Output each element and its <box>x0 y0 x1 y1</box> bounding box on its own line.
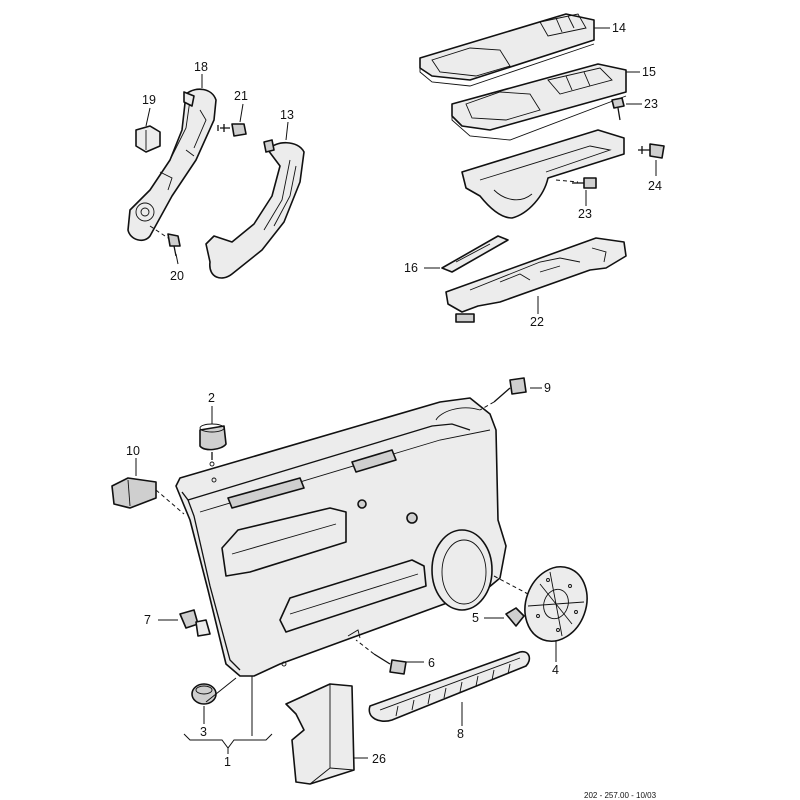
screw-part-6 <box>355 639 407 675</box>
callout-19: 19 <box>142 93 156 107</box>
cap-part-2 <box>199 423 227 467</box>
callout-23-mid: 23 <box>578 207 592 221</box>
callout-20: 20 <box>170 269 184 283</box>
callout-15: 15 <box>642 65 656 79</box>
callout-2: 2 <box>208 391 215 405</box>
callout-10: 10 <box>126 444 140 458</box>
screw-part-24 <box>638 143 665 159</box>
footer-code: 202 - 257.00 - 10/03 <box>584 791 657 800</box>
callout-14: 14 <box>612 21 626 35</box>
callout-16: 16 <box>404 261 418 275</box>
screw-part-21 <box>217 123 247 137</box>
callout-4: 4 <box>552 663 559 677</box>
handle-bracket-part-18 <box>127 88 217 242</box>
callout-23-top: 23 <box>644 97 658 111</box>
clip-part-5 <box>505 607 525 627</box>
switch-cover-part-16 <box>441 235 509 273</box>
door-panel-part-1 <box>175 397 507 677</box>
callout-8: 8 <box>457 727 464 741</box>
leaders-bottom <box>135 387 557 759</box>
callout-24: 24 <box>648 179 662 193</box>
clip-part-3 <box>191 683 217 705</box>
callout-3: 3 <box>200 725 207 739</box>
callout-26: 26 <box>372 752 386 766</box>
callout-18: 18 <box>194 60 208 74</box>
seal-part-8 <box>368 650 531 722</box>
grab-handle-part-13 <box>205 139 305 279</box>
switch-panel-part-15 <box>451 63 627 141</box>
callout-6: 6 <box>428 656 435 670</box>
insulation-part-26 <box>285 683 355 785</box>
clip-part-7 <box>179 609 211 637</box>
screw-part-23-top <box>611 97 625 121</box>
callout-9: 9 <box>544 381 551 395</box>
screw-part-23-mid <box>572 177 597 189</box>
leaders-top-left <box>145 74 289 265</box>
callout-21: 21 <box>234 89 248 103</box>
switch-panel-part-14 <box>419 13 595 87</box>
callout-7: 7 <box>144 613 151 627</box>
clip-part-19 <box>135 125 161 153</box>
leaders-top-right <box>424 27 657 314</box>
screw-part-20 <box>167 233 181 257</box>
speaker-grille-part-4 <box>493 566 588 642</box>
switch-surround-frame <box>461 129 625 219</box>
callout-13: 13 <box>280 108 294 122</box>
callout-22: 22 <box>530 315 544 329</box>
clip-part-10 <box>111 477 185 515</box>
screw-part-9 <box>479 377 527 411</box>
switch-carrier-part-22 <box>445 237 627 323</box>
callout-5: 5 <box>472 611 479 625</box>
callout-1: 1 <box>224 755 231 769</box>
